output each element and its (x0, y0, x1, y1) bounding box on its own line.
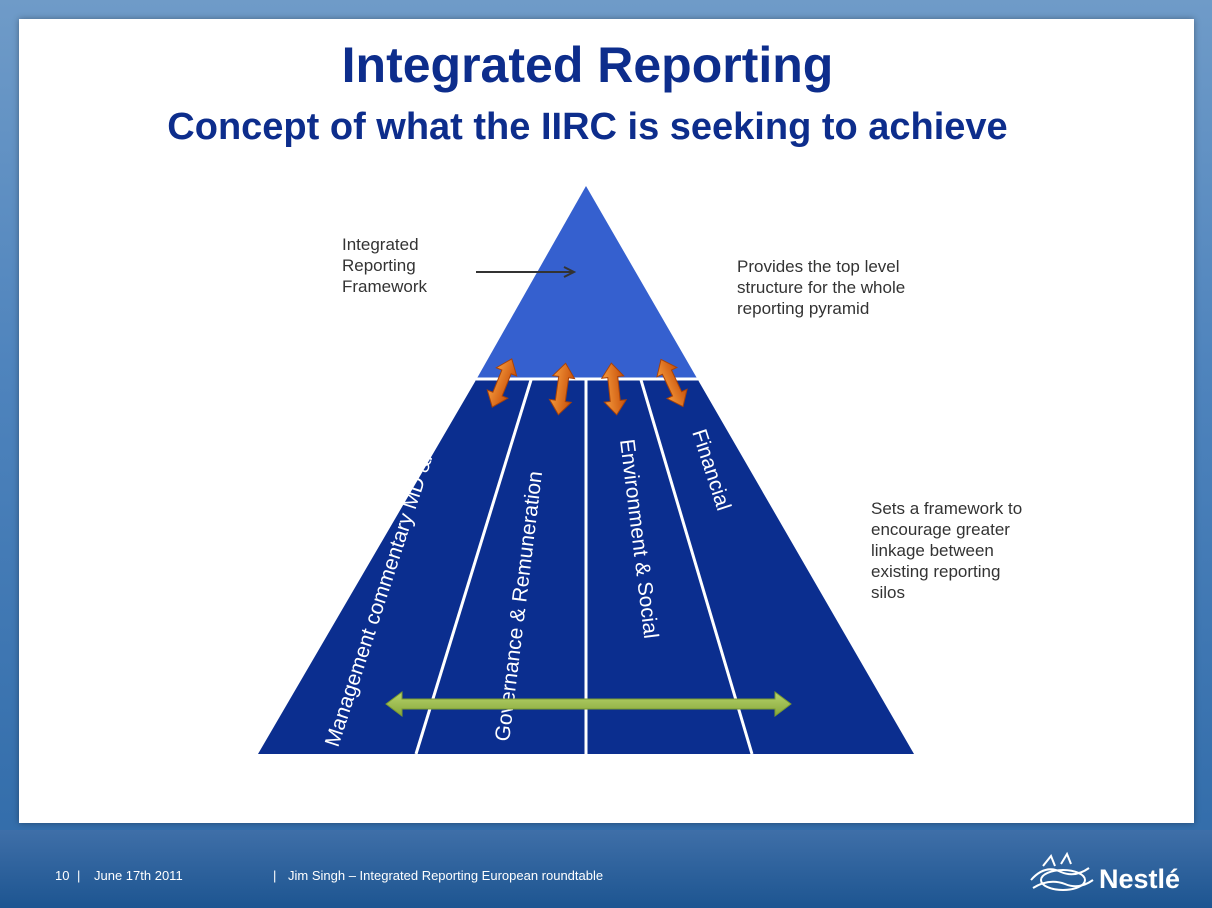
pyramid-apex (476, 186, 698, 380)
footer-date: June 17th 2011 (94, 868, 183, 883)
nestle-logo: Nestlé (1030, 851, 1180, 894)
orange-double-arrow (600, 362, 628, 416)
note-line: structure for the whole (737, 278, 906, 297)
framework-pointer-arrowhead (563, 266, 577, 278)
note-line: silos (871, 583, 906, 602)
framework-label-line: Framework (342, 277, 428, 296)
note-line: existing reporting (871, 562, 1001, 581)
slide-title: Integrated Reporting (341, 37, 834, 93)
page-number: 10 (55, 868, 70, 883)
nestle-logo-text: Nestlé (1099, 864, 1180, 894)
nest-emblem-icon (1030, 851, 1094, 891)
framework-label-line: Reporting (342, 256, 416, 275)
note-line: Sets a framework to (871, 499, 1023, 518)
note-line: linkage between (871, 541, 994, 560)
silo-divider (414, 379, 533, 755)
footer-bar (0, 830, 1212, 908)
orange-double-arrow (656, 358, 688, 408)
footer-separator: | (273, 868, 277, 883)
footer-author-event: Jim Singh – Integrated Reporting Europea… (288, 868, 604, 883)
note-line: reporting pyramid (737, 299, 870, 318)
orange-double-arrow (486, 358, 518, 408)
note-line: encourage greater (871, 520, 1010, 539)
silo-divider (639, 379, 754, 755)
green-double-arrow (385, 691, 792, 717)
orange-double-arrow (548, 362, 576, 416)
framework-label-line: Integrated (342, 235, 419, 254)
footer-separator: | (77, 868, 81, 883)
linkage-note: Sets a framework to encourage greater li… (871, 498, 1022, 603)
framework-label: Integrated Reporting Framework (342, 234, 427, 297)
note-line: Provides the top level (737, 257, 900, 276)
top-structure-note: Provides the top level structure for the… (737, 256, 905, 319)
slide-subtitle: Concept of what the IIRC is seeking to a… (167, 106, 1008, 148)
